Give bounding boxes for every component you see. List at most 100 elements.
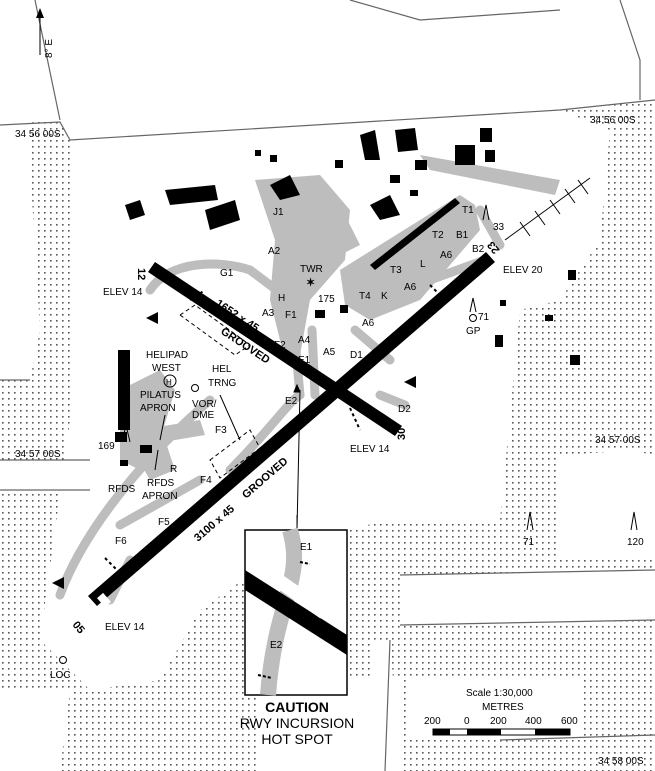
elev-12: ELEV 14 [103, 287, 143, 298]
taxiway-labels: J1 A2 G1 H A3 F1 A4 F2 E1 A5 D1 E2 D2 F3… [115, 205, 485, 547]
svg-text:H: H [166, 378, 172, 387]
approach-lighting [504, 177, 591, 241]
inset-e2: E2 [270, 640, 283, 651]
twy-a5: A5 [323, 347, 336, 358]
obstacle-120-icon [630, 511, 638, 531]
inset-e1: E1 [300, 542, 313, 553]
twy-a6-2: A6 [404, 282, 417, 293]
gp-height: 71 [478, 312, 490, 323]
twy-d1: D1 [350, 350, 363, 361]
twy-f2: F2 [274, 340, 286, 351]
tower-label: TWR [300, 264, 323, 275]
tower-height: 175 [318, 294, 335, 305]
twy-t2: T2 [432, 230, 444, 241]
twy-f1: F1 [285, 310, 297, 321]
obst-71: 71 [523, 537, 535, 548]
taxiways-aprons [120, 155, 560, 480]
pointer-lines [154, 383, 301, 531]
twy-f5: F5 [158, 517, 170, 528]
runway-05-23 [88, 252, 495, 606]
twy-a2: A2 [268, 246, 281, 257]
obstacle-icons [121, 204, 638, 531]
obst-120: 120 [627, 537, 644, 548]
scale-tick-200a: 200 [424, 716, 441, 727]
north-arrow: 8° E [36, 8, 55, 58]
twy-e1: E1 [298, 355, 311, 366]
hold-lines [104, 284, 446, 576]
rfds-label: RFDS [108, 484, 136, 495]
helipad-line1: HELIPAD [146, 350, 188, 361]
twy-a3: A3 [262, 308, 275, 319]
scale-tick-600: 600 [561, 716, 578, 727]
twy-r: R [170, 464, 177, 475]
twy-t4: T4 [359, 291, 371, 302]
scale-bar: Scale 1:30,000 METRES 200 0 200 400 600 [424, 688, 578, 736]
scale-title: Scale 1:30,000 [466, 688, 533, 699]
twy-g1: G1 [220, 268, 234, 279]
rwy-end-12: 12 [135, 268, 147, 280]
twy-a6-3: A6 [362, 318, 375, 329]
twy-b1: B1 [456, 230, 469, 241]
scale-tick-400: 400 [525, 716, 542, 727]
twy-h: H [278, 293, 285, 304]
lat-57-left: 34 57 00S [15, 449, 61, 460]
pilatus-line1: PILATUS [140, 390, 181, 401]
twy-f3: F3 [215, 425, 227, 436]
dashed-areas [179, 304, 261, 479]
obst-33: 33 [493, 222, 505, 233]
twy-j1: J1 [273, 207, 284, 218]
elev-05: ELEV 14 [105, 622, 145, 633]
twy-l: L [420, 259, 426, 270]
lat-57-right: 34 57 00S [595, 435, 641, 446]
north-arrow-icon [36, 8, 44, 18]
vor-line1: VOR/ [192, 399, 217, 410]
caution-title: CAUTION [265, 699, 329, 715]
light-icons [52, 312, 416, 589]
tower-star-icon: ✶ [306, 277, 315, 289]
twy-a4: A4 [298, 335, 311, 346]
caution-line2: HOT SPOT [261, 731, 333, 747]
rfds-apron-line1: RFDS [147, 478, 175, 489]
elev-30: ELEV 14 [350, 444, 390, 455]
twy-a6-1: A6 [440, 250, 453, 261]
caution-line1: RWY INCURSION [240, 715, 355, 731]
light-12-icon [146, 312, 158, 324]
vor-line2: DME [192, 410, 215, 421]
rfds-apron-line2: APRON [142, 491, 178, 502]
scale-tick-200b: 200 [490, 716, 507, 727]
twy-e2: E2 [285, 396, 298, 407]
hot-spot-inset: RWY 12/30 E1 E2 [244, 515, 348, 696]
twy-b2: B2 [472, 244, 485, 255]
loc-icon [59, 656, 67, 664]
facility-labels: TWR ✶ 175 HELIPAD WEST H PILATUS APRON V… [50, 222, 644, 681]
twy-f6: F6 [115, 536, 127, 547]
obstacle-71-icon [526, 511, 534, 531]
hel-trng-line1: HEL [212, 364, 232, 375]
loc-label: LOC [50, 670, 71, 681]
scale-tick-0: 0 [464, 716, 470, 727]
obstacle-33-icon [482, 204, 490, 221]
rwy-end-30: 30 [396, 428, 408, 440]
lat-56-right: 34 56 00S [590, 115, 636, 126]
hel-trng-line2: TRNG [208, 378, 237, 389]
gp-label: GP [466, 326, 481, 337]
vor-icon [191, 384, 199, 392]
twy-f4: F4 [200, 475, 212, 486]
twy-t1: T1 [462, 205, 474, 216]
twy-t3: T3 [390, 265, 402, 276]
buildings [115, 128, 580, 466]
helipad-line2: WEST [152, 363, 181, 374]
elevation-labels: ELEV 14 ELEV 14 ELEV 14 ELEV 20 [103, 265, 543, 633]
twy-d2: D2 [398, 404, 411, 415]
magnetic-variation: 8° E [44, 39, 55, 58]
elev-23: ELEV 20 [503, 265, 543, 276]
lat-58-right: 34 58 00S [598, 756, 644, 767]
scale-units: METRES [482, 702, 524, 713]
gp-icon [469, 314, 477, 322]
caution-text: CAUTION RWY INCURSION HOT SPOT [240, 699, 355, 747]
twy-k: K [381, 291, 388, 302]
light-30-icon [404, 376, 416, 388]
runways [88, 252, 495, 608]
